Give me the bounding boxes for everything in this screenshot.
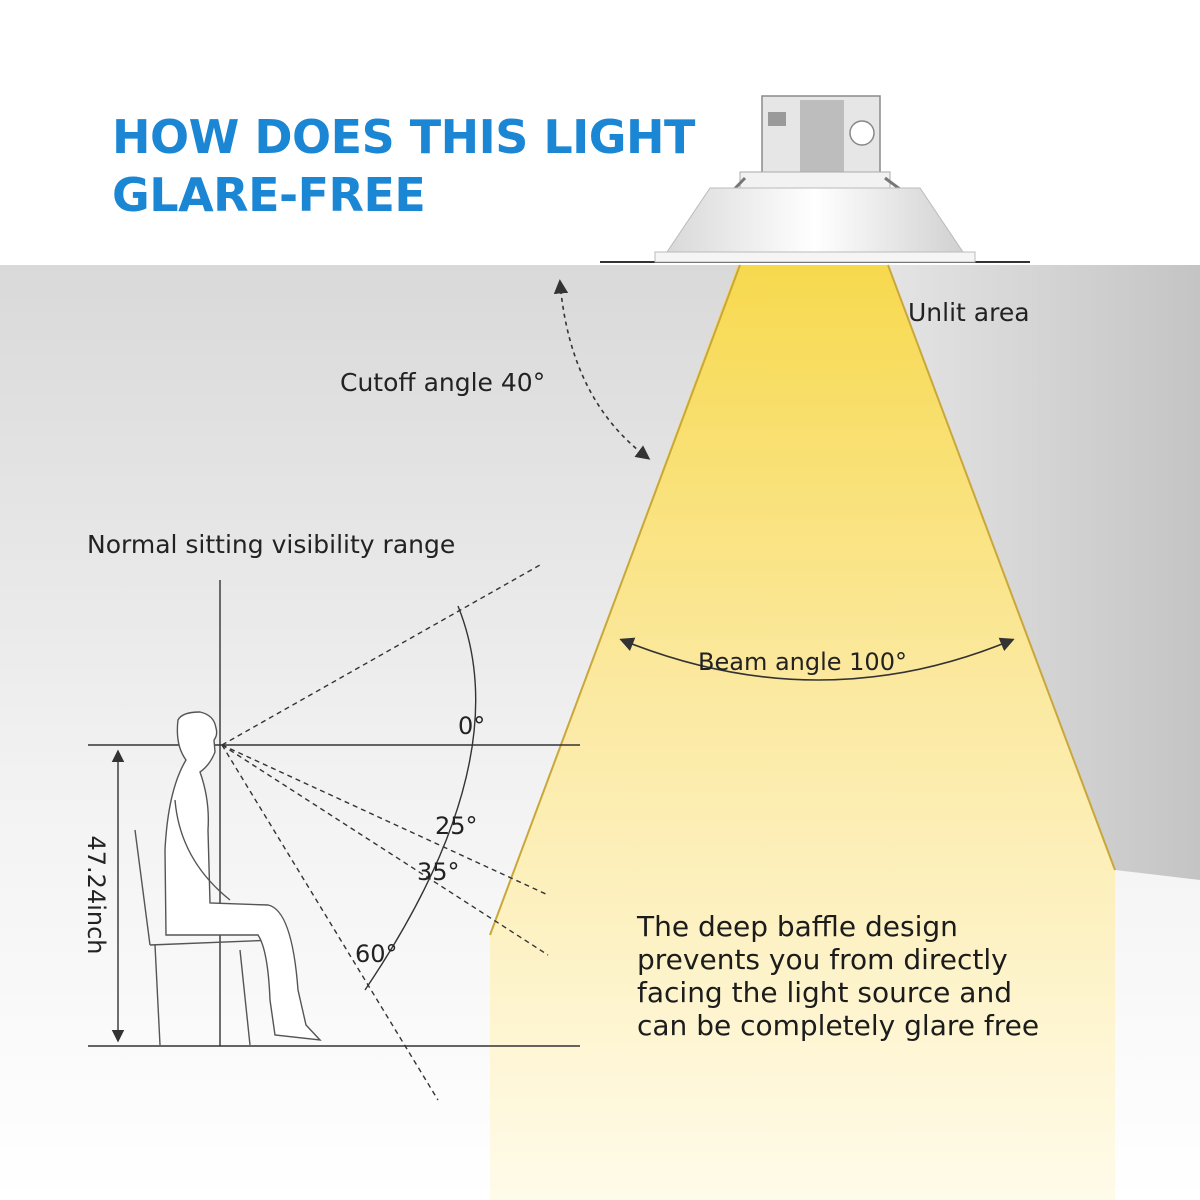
description-line-2: prevents you from directly: [637, 943, 1008, 976]
visibility-arc: [364, 605, 477, 991]
height-label-text: 47.24inch: [82, 835, 110, 955]
beam-edge-left: [489, 264, 741, 936]
chair-back: [134, 829, 151, 946]
beam-angle-arrow: [619, 637, 1015, 681]
angle-25-label: 25°: [435, 812, 478, 840]
sight-line-up: [221, 564, 541, 746]
person-body: [164, 711, 322, 1041]
baffle-description: The deep baffle design prevents you from…: [637, 910, 1039, 1042]
beam-angle-label: Beam angle 100°: [698, 648, 907, 676]
light-beam: [490, 265, 1115, 1200]
sight-line-25: [221, 744, 549, 896]
cutoff-angle-arrow: [553, 279, 651, 460]
cutoff-angle-label: Cutoff angle 40°: [340, 368, 546, 397]
junction-box-side: [800, 100, 844, 172]
baffle: [664, 187, 966, 256]
trim-ring: [654, 251, 976, 263]
unlit-area-label: Unlit area: [908, 298, 1030, 327]
description-line-3: facing the light source and: [637, 976, 1012, 1009]
angle-0-label: 0°: [458, 712, 486, 740]
visibility-range-label: Normal sitting visibility range: [87, 530, 456, 559]
downlight-fixture: [654, 95, 976, 263]
unlit-area-shade: [888, 265, 1200, 880]
angle-35-label: 35°: [417, 858, 460, 886]
title-line-2: GLARE-FREE: [112, 168, 426, 222]
description-line-4: can be completely glare free: [637, 1009, 1040, 1042]
title-line-1: HOW DOES THIS LIGHT: [112, 110, 695, 164]
description-line-1: The deep baffle design: [637, 910, 958, 943]
sight-line-60: [221, 744, 439, 1101]
page-title: HOW DOES THIS LIGHT GLARE-FREE: [112, 108, 695, 224]
sight-line-35: [221, 744, 549, 956]
beam-edge-right: [887, 264, 1116, 871]
seated-person-figure: [134, 711, 322, 1046]
angle-60-label: 60°: [355, 940, 398, 968]
visibility-geometry: [88, 564, 580, 1101]
